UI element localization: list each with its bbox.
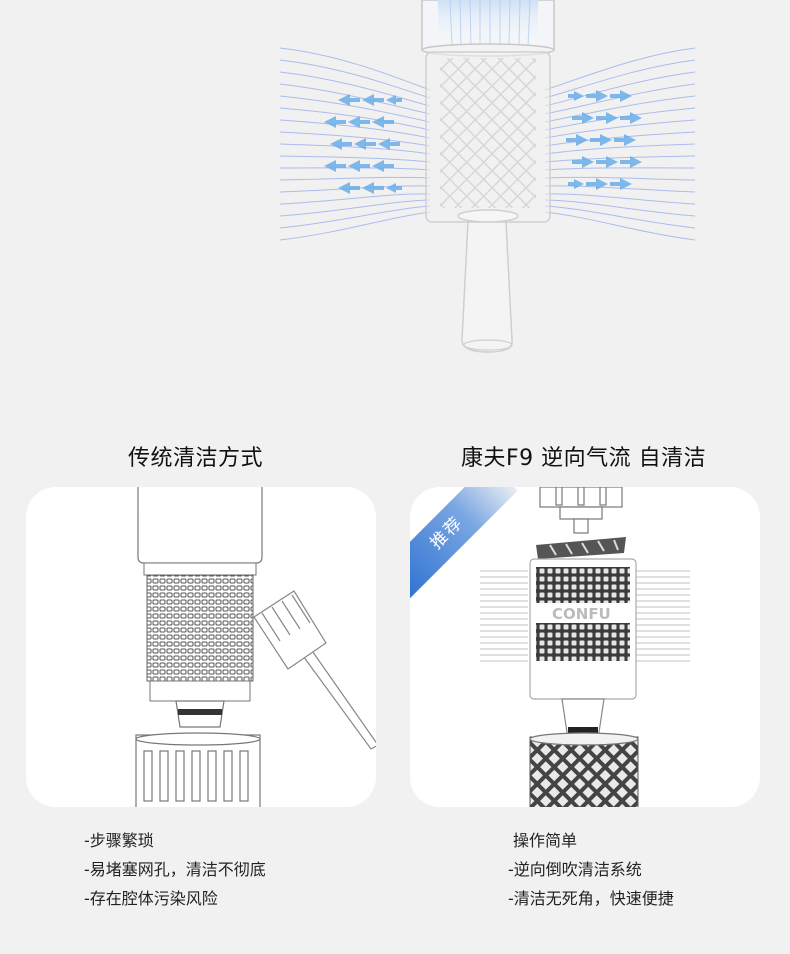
traditional-cleaning-illustration (135, 487, 376, 807)
confu-cleaning-illustration: CONFU (480, 487, 690, 807)
confu-point: -清洁无死角，快速便捷 (508, 889, 674, 908)
airflow-arrows-left (324, 94, 402, 194)
card-confu: CONFU 推荐 (410, 487, 760, 807)
confu-point: -逆向倒吹清洁系统 (508, 860, 642, 879)
heading-confu: 康夫F9 逆向气流 自清洁 (461, 446, 707, 471)
hero-airflow-illustration (279, 0, 696, 353)
card-traditional (26, 487, 376, 807)
heading-traditional: 传统清洁方式 (128, 446, 264, 471)
traditional-point: -易堵塞网孔，清洁不彻底 (84, 860, 266, 879)
confu-point: 操作简单 (513, 831, 578, 850)
traditional-points: -步骤繁琐 -易堵塞网孔，清洁不彻底 -存在腔体污染风险 (84, 826, 266, 913)
confu-points: 操作简单 -逆向倒吹清洁系统 -清洁无死角，快速便捷 (508, 826, 674, 913)
filter-cartridge (421, 0, 555, 353)
brand-mark: CONFU (552, 605, 611, 623)
airflow-lines-right (544, 47, 696, 241)
traditional-point: -步骤繁琐 (84, 831, 154, 850)
traditional-point: -存在腔体污染风险 (84, 889, 218, 908)
airflow-arrows-right (566, 90, 642, 190)
